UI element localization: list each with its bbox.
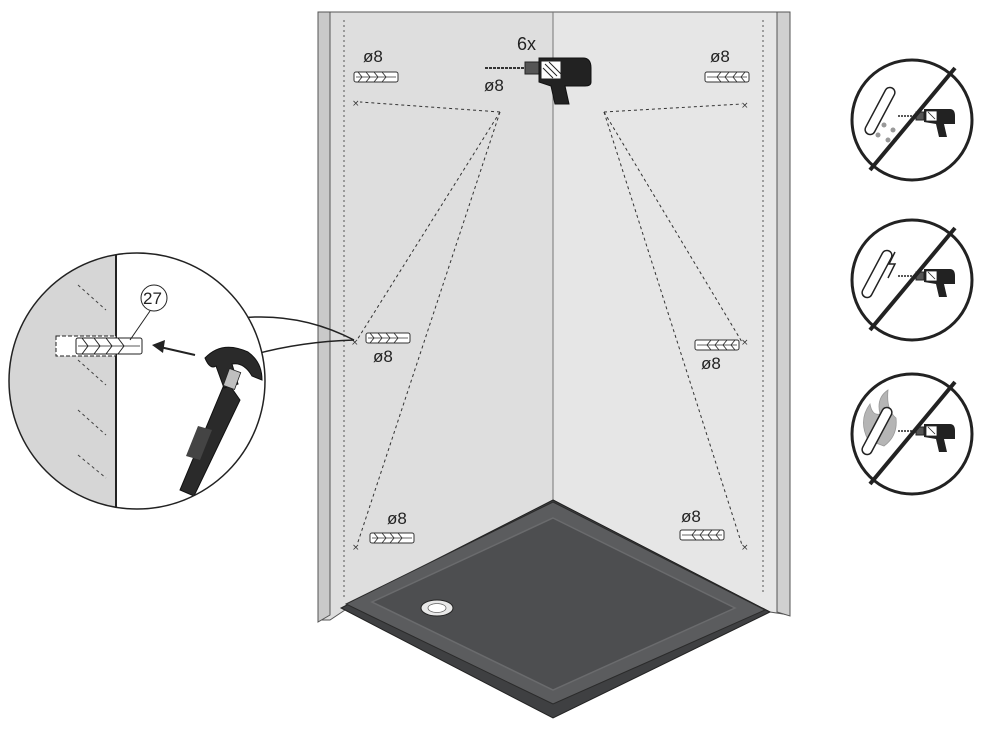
dowel-label-mid-left: ø8 (373, 347, 393, 366)
hammer-icon (179, 346, 263, 497)
mark-top-left: × (352, 99, 360, 109)
dowel-label-top-right: ø8 (710, 47, 730, 66)
drill-icon (485, 57, 592, 105)
zoom-dowel (75, 337, 143, 355)
right-wall-profile (776, 11, 791, 617)
no-gas-pipe-drill-icon (850, 372, 974, 496)
dowel-label-mid-right: ø8 (701, 354, 721, 373)
dowel-label-bottom-right: ø8 (681, 507, 701, 526)
drill-guide-lines (356, 101, 743, 546)
zoom-detail: 27 (8, 252, 355, 510)
dowel-top-left (353, 71, 399, 83)
left-wall-profile (317, 11, 331, 623)
dowel-top-right (704, 71, 750, 83)
zoom-part-number: 27 (143, 289, 162, 308)
no-water-pipe-drill-icon (850, 58, 974, 182)
dowel-mid-right (694, 339, 740, 351)
dowel-bottom-right (679, 529, 725, 541)
dowel-label-bottom-left: ø8 (387, 509, 407, 528)
no-electric-cable-drill-icon (850, 218, 974, 342)
dowel-label-top-left: ø8 (363, 47, 383, 66)
drill-size-label: ø8 (484, 76, 504, 95)
mark-top-right: × (741, 101, 749, 111)
shower-corner-walls (317, 11, 791, 623)
dowel-mid-left (365, 332, 411, 344)
dowel-bottom-left (369, 532, 415, 544)
mark-mid-right: × (741, 338, 749, 348)
shower-tray (339, 499, 772, 719)
zoom-part-number-circle (140, 284, 168, 312)
tray-basin (370, 517, 737, 691)
mark-bottom-right: × (741, 543, 749, 553)
drill-marks: × × × × × × (351, 99, 749, 553)
count-label: 6x (517, 34, 536, 54)
mark-mid-left: × (351, 338, 359, 348)
mark-bottom-left: × (352, 543, 360, 553)
